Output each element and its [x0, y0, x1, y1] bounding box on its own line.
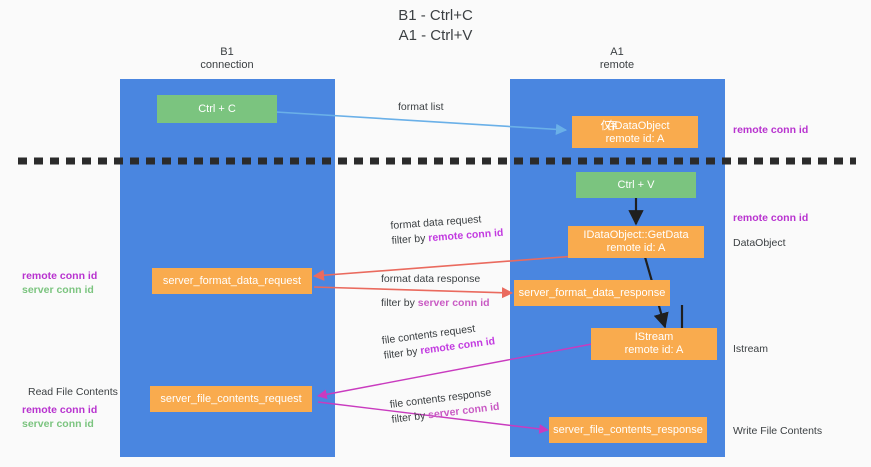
edge-label-fdreq-key: remote conn id — [427, 226, 504, 245]
box-store-idataobject[interactable]: 仅存IDataObject remote id: A — [572, 116, 698, 148]
annotation-left-conn-ids-bottom: remote conn id server conn id — [22, 403, 97, 431]
annotation-dataobject-text: DataObject — [733, 237, 786, 249]
box-store-idataobject-sub: remote id: A — [605, 132, 665, 145]
lane-title-a1-line2: remote — [599, 59, 635, 71]
edge-label-fcreq-filter: filter by — [383, 345, 419, 362]
lane-title-a1-line1: A1 — [610, 46, 624, 58]
box-ctrl-v[interactable]: Ctrl + V — [576, 172, 696, 198]
page-title-line2: A1 - Ctrl+V — [398, 27, 473, 44]
box-istream[interactable]: IStream remote id: A — [591, 328, 717, 360]
annotation-write-file-contents: Write File Contents — [733, 424, 822, 438]
edge-label-fdreq-filter: filter by — [391, 232, 426, 247]
edge-label-format-data-response-line2: filter by server conn id — [381, 296, 490, 311]
annotation-left-remote-conn-id-1: remote conn id — [22, 270, 98, 282]
box-server-format-data-request[interactable]: server_format_data_request — [152, 268, 312, 294]
box-getdata-sub: remote id: A — [606, 242, 666, 254]
annotation-left-server-conn-id-2: server conn id — [22, 418, 94, 430]
box-server-format-data-request-label: server_format_data_request — [162, 274, 302, 287]
edge-label-file-contents-response: file contents response filter by server … — [389, 385, 500, 428]
annotation-left-conn-ids-top: remote conn id server conn id — [22, 269, 97, 297]
annotation-remote-conn-id-mid-text: remote conn id — [733, 212, 809, 224]
box-server-format-data-response-label: server_format_data_response — [518, 286, 666, 299]
box-ctrl-c[interactable]: Ctrl + C — [157, 95, 277, 123]
edge-label-format-data-response-line1: format data response — [381, 273, 481, 285]
lane-title-b1-line2: connection — [200, 59, 254, 71]
box-server-file-contents-response-label: server_file_contents_response — [553, 423, 703, 436]
box-istream-label: IStream — [634, 331, 674, 343]
annotation-left-server-conn-id-1: server conn id — [22, 284, 94, 296]
edge-label-format-data-response: format data response filter by server co… — [381, 272, 490, 311]
edge-label-fdres-key: server conn id — [417, 297, 490, 309]
annotation-dataobject: DataObject — [733, 236, 786, 250]
box-ctrl-c-label: Ctrl + C — [198, 102, 236, 115]
page-title-line1: B1 - Ctrl+C — [398, 7, 473, 24]
edge-label-fcres-filter: filter by — [390, 409, 427, 426]
box-store-idataobject-name: IDataObject — [611, 119, 670, 132]
box-server-file-contents-request[interactable]: server_file_contents_request — [150, 386, 312, 412]
box-getdata[interactable]: IDataObject::GetData remote id: A — [568, 226, 704, 258]
box-server-file-contents-response[interactable]: server_file_contents_response — [549, 417, 707, 443]
edge-label-format-list: format list — [398, 100, 444, 115]
annotation-write-file-contents-text: Write File Contents — [733, 425, 823, 437]
annotation-remote-conn-id-mid: remote conn id — [733, 211, 808, 225]
edge-label-fdres-filter: filter by — [381, 297, 415, 309]
annotation-remote-conn-id-top-text: remote conn id — [733, 124, 809, 136]
annotation-istream: Istream — [733, 342, 768, 356]
annotation-read-file-contents-text: Read File Contents — [28, 386, 118, 398]
lane-title-b1: B1 connection — [152, 46, 302, 72]
edge-label-format-data-request: format data request filter by remote con… — [390, 211, 504, 249]
annotation-read-file-contents: Read File Contents — [28, 385, 118, 399]
annotation-left-remote-conn-id-2: remote conn id — [22, 404, 98, 416]
annotation-remote-conn-id-top: remote conn id — [733, 123, 808, 137]
box-server-file-contents-request-label: server_file_contents_request — [160, 392, 302, 405]
lane-title-b1-line1: B1 — [220, 46, 234, 58]
box-store-idataobject-label: 仅存IDataObject — [600, 119, 669, 133]
box-istream-sub: remote id: A — [624, 344, 684, 356]
edge-label-file-contents-request: file contents request filter by remote c… — [381, 319, 496, 363]
lane-title-a1: A1 remote — [542, 46, 692, 72]
annotation-istream-text: Istream — [733, 343, 769, 355]
box-server-format-data-response[interactable]: server_format_data_response — [514, 280, 670, 306]
edge-label-format-list-line1: format list — [398, 101, 444, 113]
box-getdata-label: IDataObject::GetData — [583, 229, 689, 241]
page-title: B1 - Ctrl+C A1 - Ctrl+V — [0, 6, 871, 46]
box-ctrl-v-label: Ctrl + V — [617, 178, 655, 191]
